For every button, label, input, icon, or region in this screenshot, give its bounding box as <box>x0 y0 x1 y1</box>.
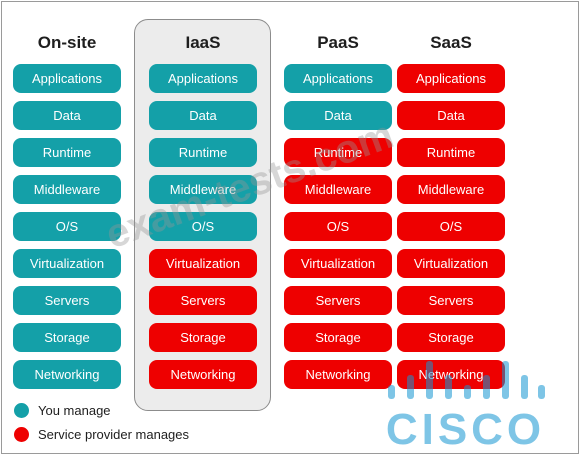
column-title: PaaS <box>317 33 359 52</box>
red-dot-icon <box>14 427 29 442</box>
layer-runtime: Runtime <box>149 138 257 167</box>
layer-servers: Servers <box>284 286 392 315</box>
layer-data: Data <box>13 101 121 130</box>
column-title: SaaS <box>430 33 472 52</box>
column-title: On-site <box>37 33 97 52</box>
layer-middleware: Middleware <box>397 175 505 204</box>
layer-runtime: Runtime <box>284 138 392 167</box>
layer-applications: Applications <box>13 64 121 93</box>
layer-o-s: O/S <box>284 212 392 241</box>
layer-runtime: Runtime <box>397 138 505 167</box>
layer-networking: Networking <box>149 360 257 389</box>
layer-o-s: O/S <box>149 212 257 241</box>
layer-networking: Networking <box>284 360 392 389</box>
layer-middleware: Middleware <box>13 175 121 204</box>
layer-storage: Storage <box>13 323 121 352</box>
layer-storage: Storage <box>149 323 257 352</box>
column-title: IaaS <box>185 33 221 52</box>
layer-o-s: O/S <box>397 212 505 241</box>
layer-applications: Applications <box>284 64 392 93</box>
layer-servers: Servers <box>13 286 121 315</box>
layer-applications: Applications <box>149 64 257 93</box>
layer-data: Data <box>397 101 505 130</box>
layer-storage: Storage <box>284 323 392 352</box>
layer-data: Data <box>149 101 257 130</box>
layer-virtualization: Virtualization <box>13 249 121 278</box>
layer-servers: Servers <box>149 286 257 315</box>
layer-middleware: Middleware <box>284 175 392 204</box>
layer-middleware: Middleware <box>149 175 257 204</box>
legend-label: You manage <box>38 403 111 418</box>
layer-runtime: Runtime <box>13 138 121 167</box>
layer-networking: Networking <box>397 360 505 389</box>
layer-data: Data <box>284 101 392 130</box>
layer-storage: Storage <box>397 323 505 352</box>
layer-networking: Networking <box>13 360 121 389</box>
layer-virtualization: Virtualization <box>284 249 392 278</box>
layer-applications: Applications <box>397 64 505 93</box>
layer-servers: Servers <box>397 286 505 315</box>
layer-virtualization: Virtualization <box>397 249 505 278</box>
legend-label: Service provider manages <box>38 427 190 442</box>
layer-o-s: O/S <box>13 212 121 241</box>
teal-dot-icon <box>14 403 29 418</box>
layer-virtualization: Virtualization <box>149 249 257 278</box>
